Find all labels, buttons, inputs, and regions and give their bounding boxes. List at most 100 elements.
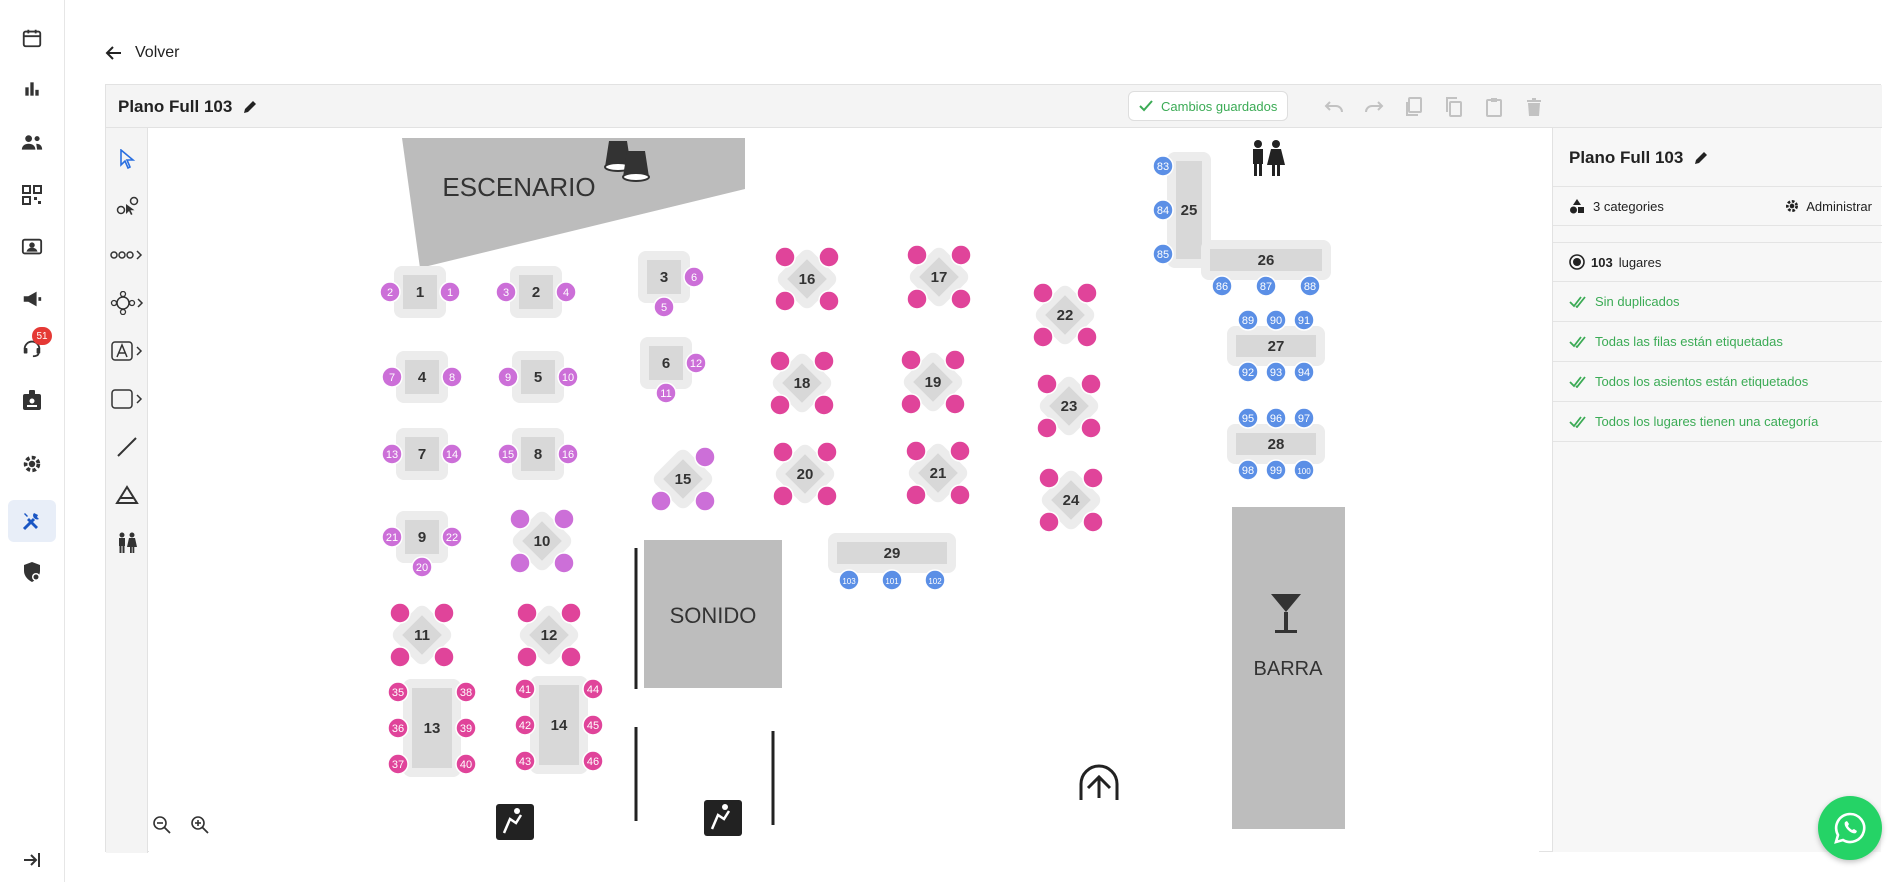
seat[interactable]: 101 — [881, 569, 903, 591]
users-icon[interactable] — [16, 126, 48, 158]
table-16[interactable]: 16 — [774, 246, 840, 312]
seat[interactable]: 103 — [838, 569, 860, 591]
seat[interactable] — [944, 393, 966, 415]
calendar-icon[interactable] — [16, 22, 48, 54]
back-button[interactable]: Volver — [105, 44, 179, 62]
seat[interactable] — [516, 646, 538, 668]
seat[interactable]: 93 — [1265, 361, 1287, 383]
seat[interactable] — [516, 602, 538, 624]
seat[interactable] — [950, 288, 972, 310]
seat[interactable]: 95 — [1237, 407, 1259, 429]
seat[interactable]: 43 — [514, 750, 536, 772]
pencil-icon[interactable] — [242, 99, 258, 115]
seat[interactable]: 37 — [387, 753, 409, 775]
seat[interactable]: 11 — [655, 382, 677, 404]
seat[interactable]: 6 — [683, 266, 705, 288]
seat[interactable]: 84 — [1152, 199, 1174, 221]
seat[interactable] — [949, 440, 971, 462]
seat[interactable]: 86 — [1211, 275, 1233, 297]
seat[interactable]: 46 — [582, 750, 604, 772]
seating-map[interactable]: ESCENARIO SONIDO BARRA — [149, 129, 1539, 852]
seat[interactable]: 16 — [557, 443, 579, 465]
collapse-sidebar-icon[interactable] — [16, 844, 48, 876]
seat[interactable] — [509, 552, 531, 574]
seat[interactable] — [560, 602, 582, 624]
seat[interactable]: 9 — [497, 366, 519, 388]
seat[interactable] — [769, 394, 791, 416]
seat[interactable]: 96 — [1265, 407, 1287, 429]
tools-icon[interactable] — [8, 500, 56, 542]
sound-booth[interactable]: SONIDO — [634, 540, 782, 689]
seat[interactable] — [1082, 467, 1104, 489]
seat[interactable]: 36 — [387, 717, 409, 739]
seat[interactable] — [694, 490, 716, 512]
seat[interactable]: 3 — [495, 281, 517, 303]
seat[interactable]: 98 — [1237, 459, 1259, 481]
round-table-icon[interactable] — [109, 286, 145, 320]
seat[interactable]: 45 — [582, 714, 604, 736]
support-agent-icon[interactable] — [16, 332, 48, 364]
seat[interactable]: 100 — [1293, 459, 1315, 481]
paste-icon[interactable] — [1482, 95, 1506, 119]
seat[interactable] — [949, 484, 971, 506]
redo-icon[interactable] — [1362, 95, 1386, 119]
seat[interactable] — [389, 646, 411, 668]
seat[interactable] — [900, 349, 922, 371]
undo-icon[interactable] — [1322, 95, 1346, 119]
seat[interactable] — [900, 393, 922, 415]
seat[interactable] — [389, 602, 411, 624]
seat[interactable]: 92 — [1237, 361, 1259, 383]
pencil-icon[interactable] — [1693, 150, 1709, 166]
seat[interactable]: 7 — [381, 366, 403, 388]
megaphone-icon[interactable] — [16, 283, 48, 315]
seat[interactable] — [769, 350, 791, 372]
duplicate-icon[interactable] — [1402, 95, 1426, 119]
seat[interactable]: 4 — [555, 281, 577, 303]
seat[interactable] — [1080, 373, 1102, 395]
stage[interactable]: ESCENARIO — [402, 138, 745, 268]
seat[interactable]: 21 — [381, 526, 403, 548]
table-21[interactable]: 21 — [905, 440, 971, 506]
seat[interactable] — [433, 602, 455, 624]
seat[interactable] — [813, 350, 835, 372]
bar-chart-icon[interactable] — [16, 73, 48, 105]
table-18[interactable]: 18 — [769, 350, 835, 416]
seat[interactable] — [1036, 373, 1058, 395]
seat[interactable] — [1032, 326, 1054, 348]
table-20[interactable]: 20 — [772, 441, 838, 507]
seat[interactable] — [433, 646, 455, 668]
table-23[interactable]: 23 — [1036, 373, 1102, 439]
seating-canvas[interactable]: ESCENARIO SONIDO BARRA — [149, 129, 1539, 852]
seat[interactable]: 8 — [441, 366, 463, 388]
seat[interactable]: 35 — [387, 681, 409, 703]
seat[interactable] — [950, 244, 972, 266]
seat[interactable] — [694, 446, 716, 468]
contact-card-icon[interactable] — [16, 231, 48, 263]
zoom-out-icon[interactable] — [152, 815, 172, 840]
seat[interactable]: 97 — [1293, 407, 1315, 429]
whatsapp-chat-button[interactable] — [1818, 796, 1882, 860]
seat[interactable] — [1038, 467, 1060, 489]
seat[interactable] — [813, 394, 835, 416]
seat[interactable]: 102 — [924, 569, 946, 591]
qr-code-icon[interactable] — [16, 179, 48, 211]
seat[interactable]: 85 — [1152, 243, 1174, 265]
seat[interactable]: 87 — [1255, 275, 1277, 297]
text-tool-icon[interactable] — [109, 334, 145, 368]
seat[interactable]: 41 — [514, 678, 536, 700]
seat[interactable]: 44 — [582, 678, 604, 700]
seat[interactable]: 15 — [497, 443, 519, 465]
seat[interactable]: 20 — [411, 556, 433, 578]
seat[interactable] — [906, 288, 928, 310]
